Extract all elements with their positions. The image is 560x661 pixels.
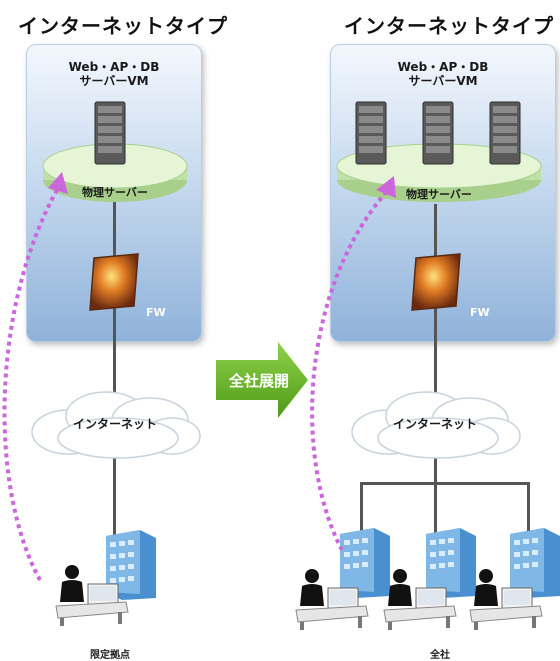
person-at-desk-icon [383,569,457,630]
left-title: インターネットタイプ [18,14,228,38]
right-branch-middle [434,482,437,540]
left-panel-label-2: サーバーVM [79,74,149,88]
person-at-desk-icon [469,569,543,630]
left-disc-label: 物理サーバー [82,186,148,199]
office-building-icon [510,528,560,598]
right-disc-label: 物理サーバー [406,188,472,201]
right-title: インターネットタイプ [344,14,554,38]
person-at-desk-icon [295,569,369,630]
server-icon [422,101,454,165]
left-panel-label-1: Web・AP・DB [68,60,160,74]
left-site-label: 限定拠点 [90,650,130,661]
deploy-arrow-label: 全社展開 [228,372,289,390]
server-icon [355,101,387,165]
right-cloud-label: インターネット [392,417,477,431]
cloud-icon [351,391,521,459]
office-building-icon [340,528,390,598]
right-branch-right [527,482,530,540]
left-dashed-return-arrow [2,172,68,581]
cloud-icon [31,391,201,459]
office-building-icon [426,528,476,598]
right-branch-bar [360,482,530,485]
right-panel-label-1: Web・AP・DB [397,60,489,74]
left-cloud-label: インターネット [72,417,157,431]
deploy-arrow-icon [216,342,308,418]
firewall-icon [411,253,461,311]
right-branch-left [360,482,363,540]
firewall-icon [89,253,139,311]
right-site-label: 全社 [430,650,450,661]
server-icon [489,101,521,165]
office-building-icon [106,530,156,600]
right-dashed-return-arrow [310,176,396,551]
right-fw-label: FW [470,306,490,319]
left-fw-label: FW [146,306,166,319]
right-panel-label-2: サーバーVM [408,74,478,88]
right-connection-line [434,204,437,484]
left-connection-line [113,202,116,542]
left-physical-server-disc [42,143,188,202]
server-icon [94,101,126,165]
person-at-desk-icon [55,565,129,626]
